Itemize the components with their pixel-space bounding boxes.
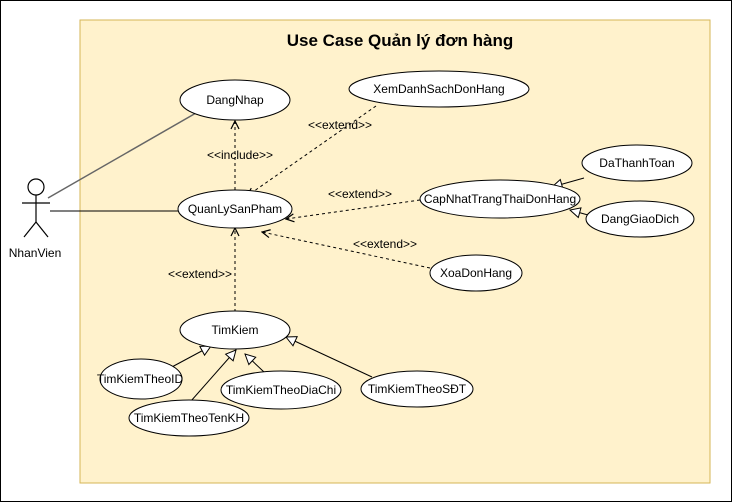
- usecase-timkiemtheoid-label: TimKiemTheoID: [97, 372, 184, 386]
- usecase-timkiemtheotenkh-label: TimKiemTheoTenKH: [134, 411, 244, 425]
- actor-nhanvien: NhanVien: [9, 178, 62, 260]
- usecase-xemdanhsach[interactable]: XemDanhSachDonHang: [348, 70, 530, 108]
- usecase-timkiemtheosdt-label: TimKiemTheoSĐT: [368, 382, 467, 396]
- extend-label-capnhat: <<extend>>: [328, 187, 392, 201]
- usecase-danggiaodich-label: DangGiaoDich: [601, 212, 679, 226]
- generalization-theo-sdt: [286, 337, 373, 378]
- usecase-danggiaodich[interactable]: DangGiaoDich: [585, 200, 695, 238]
- usecase-timkiemtheodiachi[interactable]: TimKiemTheoDiaChi: [220, 370, 342, 410]
- usecase-xoadonhang[interactable]: XoaDonHang: [429, 254, 523, 292]
- generalization-theo-id: [169, 346, 211, 369]
- generalization-theo-tenkh: [190, 350, 236, 402]
- generalization-theo-diachi: [245, 354, 265, 373]
- usecase-xemdanhsach-label: XemDanhSachDonHang: [373, 82, 504, 96]
- diagram-title: Use Case Quản lý đơn hàng: [287, 31, 514, 50]
- usecase-timkiemtheoid[interactable]: TimKiemTheoID: [97, 358, 184, 400]
- extend-edge-xem: [247, 105, 377, 196]
- actor-head: [27, 178, 45, 196]
- usecase-quanlysanpham-label: QuanLySanPham: [188, 202, 282, 216]
- usecase-timkiem-label: TimKiem: [212, 323, 259, 337]
- usecase-timkiemtheotenkh[interactable]: TimKiemTheoTenKH: [128, 399, 250, 437]
- extend-edge-xoa: [262, 232, 431, 269]
- usecase-capnhattrangthai[interactable]: CapNhatTrangThaiDonHang: [419, 179, 581, 219]
- usecase-timkiem[interactable]: TimKiem: [179, 310, 291, 350]
- usecase-dathanhtoan-label: DaThanhToan: [599, 156, 674, 170]
- usecase-timkiemtheodiachi-label: TimKiemTheoDiaChi: [226, 383, 336, 397]
- usecase-xoadonhang-label: XoaDonHang: [440, 266, 512, 280]
- extend-label-xoa: <<extend>>: [353, 237, 417, 251]
- usecase-capnhattrangthai-label: CapNhatTrangThaiDonHang: [424, 192, 576, 206]
- include-label: <<include>>: [207, 148, 273, 162]
- usecase-quanlysanpham[interactable]: QuanLySanPham: [177, 189, 293, 229]
- generalization-danggiaodich: [570, 210, 589, 215]
- usecase-dangnhap-label: DangNhap: [206, 93, 264, 107]
- extend-label-timkiem: <<extend>>: [168, 267, 232, 281]
- usecase-timkiemtheosdt[interactable]: TimKiemTheoSĐT: [360, 370, 474, 408]
- extend-edge-capnhat: [286, 199, 421, 219]
- association-dangnhap: [47, 112, 197, 199]
- usecase-dangnhap[interactable]: DangNhap: [179, 79, 291, 121]
- usecase-dathanhtoan[interactable]: DaThanhToan: [581, 144, 693, 182]
- actor-label: NhanVien: [9, 246, 62, 260]
- extend-label-xem: <<extend>>: [308, 118, 372, 132]
